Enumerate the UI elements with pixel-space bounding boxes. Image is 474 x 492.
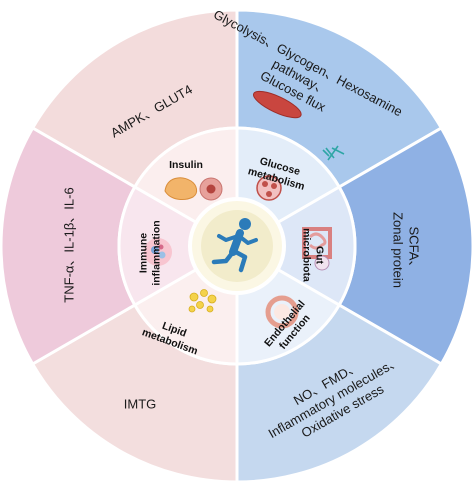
outer-label-gut: SCFA、Zonal protein [391, 212, 422, 288]
immune-cells-icon [144, 238, 172, 266]
muscle-icon [253, 90, 345, 201]
outer-label-lipid: IMTG [124, 396, 157, 411]
inner-label-insulin: Insulin [169, 159, 203, 171]
outer-label-gut-line: SCFA、 [407, 227, 422, 274]
inner-label-immune-line: inflammation [150, 220, 162, 285]
blood-vessel-icon [265, 295, 299, 329]
inner-label-insulin-line: Insulin [169, 159, 203, 171]
inner-label-immune-line: Immune [137, 233, 149, 273]
outer-label-immune-line: TNF-α、IL-1β、IL-6 [61, 187, 76, 302]
outer-label-lipid-line: IMTG [124, 396, 157, 411]
center-hub [188, 197, 286, 295]
inner-label-gut-line: Gut [314, 246, 326, 265]
inner-label-gut: Gutmicrobiota [301, 228, 326, 282]
outer-label-gut-line: Zonal protein [391, 212, 406, 288]
intestine-icon [302, 227, 332, 271]
inner-label-immune: Immuneinflammation [137, 220, 162, 285]
running-person-icon [211, 218, 258, 273]
outer-label-immune: TNF-α、IL-1β、IL-6 [61, 187, 76, 302]
inner-label-gut-line: microbiota [301, 228, 313, 282]
pancreas-icon [164, 177, 223, 201]
lipid-droplets-icon [188, 289, 217, 313]
